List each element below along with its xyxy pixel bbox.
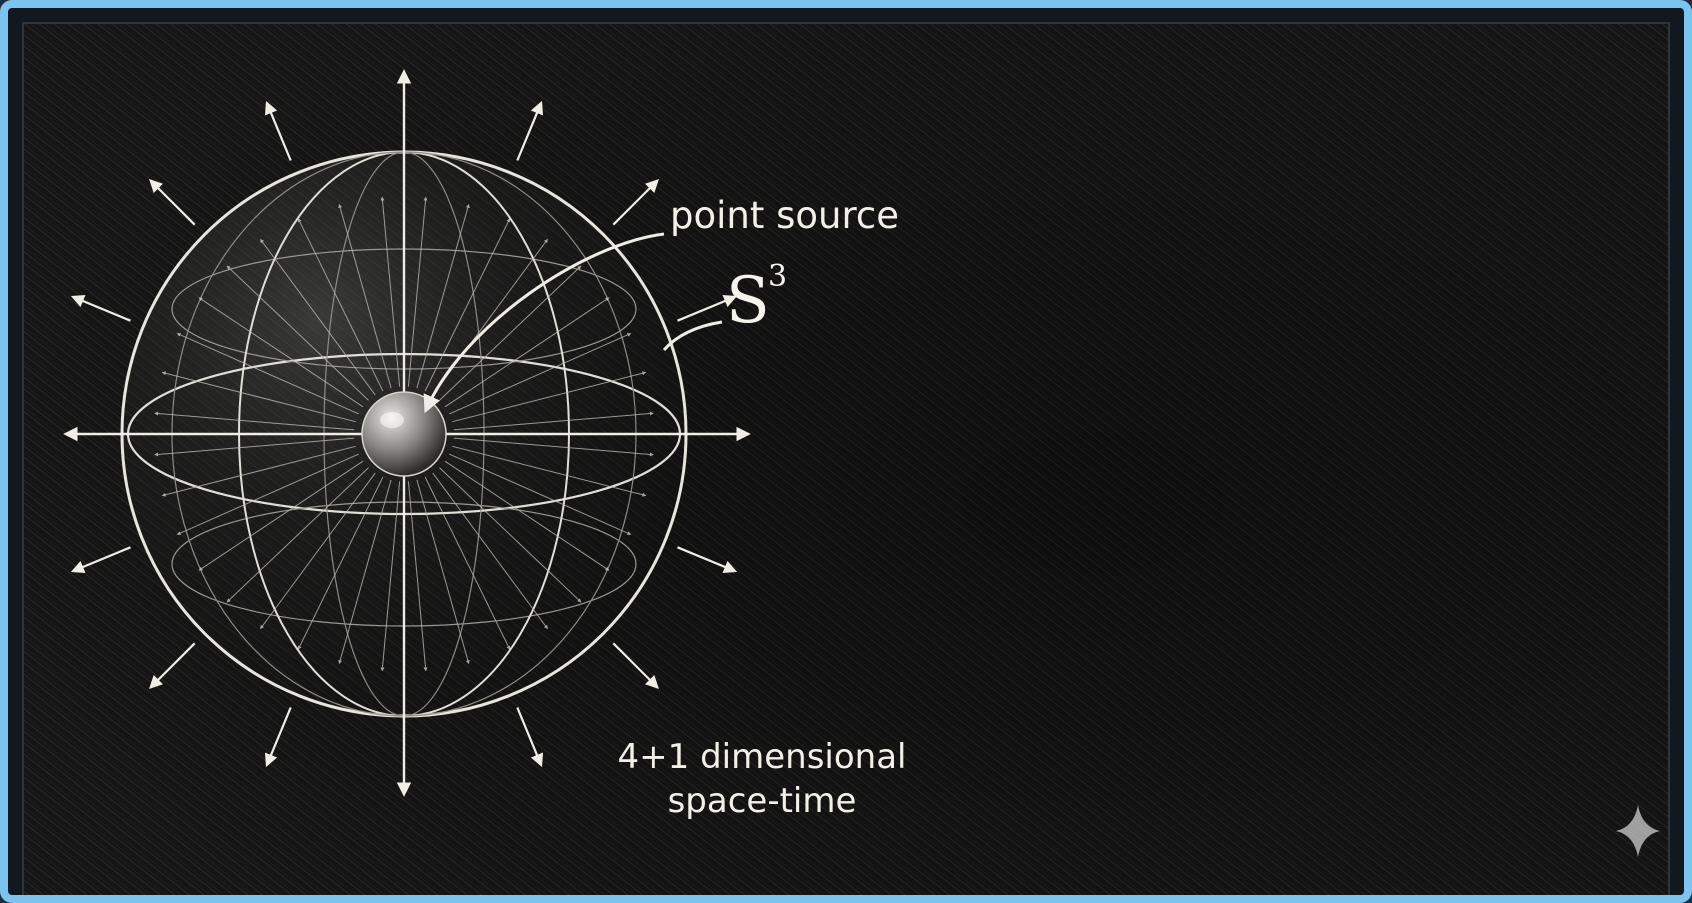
inner-arrow-7 [424, 476, 511, 650]
inner-arrow-11 [338, 479, 392, 665]
inner-arrow-32 [439, 265, 582, 401]
point-source-core [361, 391, 447, 477]
spacetime-label-line2: space-time [668, 781, 857, 821]
inner-arrow-33 [444, 297, 610, 408]
inner-arrow-8 [416, 479, 470, 665]
outer-arrow-1 [677, 546, 738, 574]
outer-arrow-3 [516, 707, 544, 768]
inner-arrow-3 [449, 453, 632, 535]
inner-arrow-29 [416, 203, 470, 389]
inner-arrow-34 [449, 333, 632, 415]
inner-arrow-17 [161, 445, 356, 497]
outer-arrow-11 [612, 179, 659, 226]
inner-arrow-4 [444, 460, 610, 571]
outer-arrow-5 [149, 642, 196, 689]
inner-field-arrows [154, 196, 654, 672]
inner-arrow-10 [380, 481, 401, 672]
inner-arrow-6 [432, 472, 548, 630]
inner-arrow-16 [176, 453, 359, 535]
inner-arrow-13 [260, 472, 376, 630]
inner-arrow-15 [198, 460, 364, 571]
inner-arrow-30 [424, 218, 511, 392]
outer-arrow-10 [516, 100, 544, 161]
inner-arrow-21 [176, 333, 359, 415]
inner-arrow-12 [297, 476, 384, 650]
outer-arrow-7 [70, 294, 131, 322]
s3-exponent: 3 [768, 259, 787, 294]
inner-arrow-2 [452, 445, 647, 497]
chalkboard-canvas: point source S 3 4+1 dimensional space-t… [22, 22, 1670, 895]
inner-arrow-23 [226, 265, 369, 401]
inner-arrow-22 [198, 297, 364, 408]
inner-arrow-35 [452, 371, 647, 423]
outer-arrow-12 [677, 294, 738, 322]
inner-arrow-28 [407, 196, 428, 387]
s3-label: S [726, 264, 770, 338]
outer-arrow-4 [264, 707, 292, 768]
point-source-label: point source [670, 194, 899, 237]
spacetime-label-line1: 4+1 dimensional [618, 737, 907, 777]
inner-arrow-26 [338, 203, 392, 389]
inner-arrow-14 [226, 467, 369, 603]
s3-pointer-line [662, 320, 723, 351]
diagram-svg: point source S 3 4+1 dimensional space-t… [24, 24, 1668, 895]
outer-arrow-6 [70, 546, 131, 574]
point-source-highlight [380, 412, 404, 428]
outer-arrow-9 [264, 100, 292, 161]
inner-arrow-20 [161, 371, 356, 423]
inner-arrow-5 [439, 467, 582, 603]
outer-arrow-2 [612, 642, 659, 689]
point-source-pointer-arrow [423, 232, 665, 414]
inner-arrow-9 [407, 481, 428, 672]
inner-arrow-27 [380, 196, 401, 387]
sparkle-icon [1616, 805, 1660, 857]
outer-arrow-8 [149, 179, 196, 226]
inner-arrow-25 [297, 218, 384, 392]
outer-field-arrows [70, 100, 738, 768]
inner-arrow-24 [260, 238, 376, 396]
